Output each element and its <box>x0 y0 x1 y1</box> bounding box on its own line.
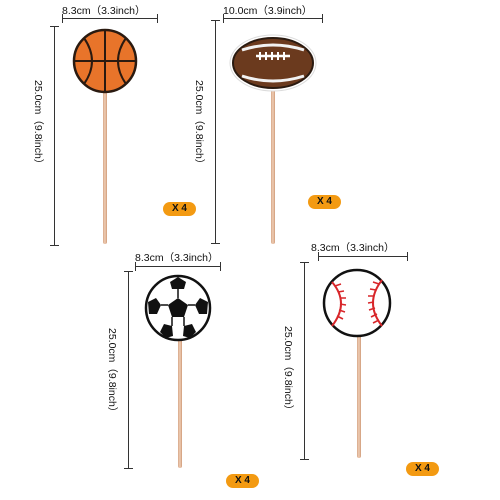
stick <box>357 330 361 458</box>
height-dimension-line <box>211 20 220 244</box>
football-icon <box>229 34 317 92</box>
height-label: 25.0cm（9.8inch） <box>193 80 205 170</box>
height-label: 25.0cm（9.8inch） <box>32 80 44 170</box>
width-dimension-line <box>223 14 323 23</box>
width-dimension-line <box>62 14 158 23</box>
height-label: 25.0cm（9.8inch） <box>106 328 118 418</box>
width-label: 8.3cm（3.3inch） <box>135 252 219 264</box>
width-label: 8.3cm（3.3inch） <box>311 242 395 254</box>
height-dimension-line <box>50 26 59 246</box>
quantity-badge: X 4 <box>163 202 196 216</box>
basketball-icon <box>72 28 138 94</box>
height-dimension-line <box>300 262 309 460</box>
stick <box>178 338 182 468</box>
height-dimension-line <box>124 271 133 469</box>
height-label: 25.0cm（9.8inch） <box>282 326 294 416</box>
stick <box>271 88 275 244</box>
quantity-badge: X 4 <box>226 474 259 488</box>
width-dimension-line <box>135 262 221 271</box>
quantity-badge: X 4 <box>308 195 341 209</box>
baseball-icon <box>322 268 392 338</box>
soccer-ball-icon <box>144 274 212 342</box>
width-label: 8.3cm（3.3inch） <box>62 5 146 17</box>
quantity-badge: X 4 <box>406 462 439 476</box>
stick <box>103 90 107 244</box>
width-label: 10.0cm（3.9inch） <box>223 5 313 17</box>
width-dimension-line <box>318 252 408 261</box>
